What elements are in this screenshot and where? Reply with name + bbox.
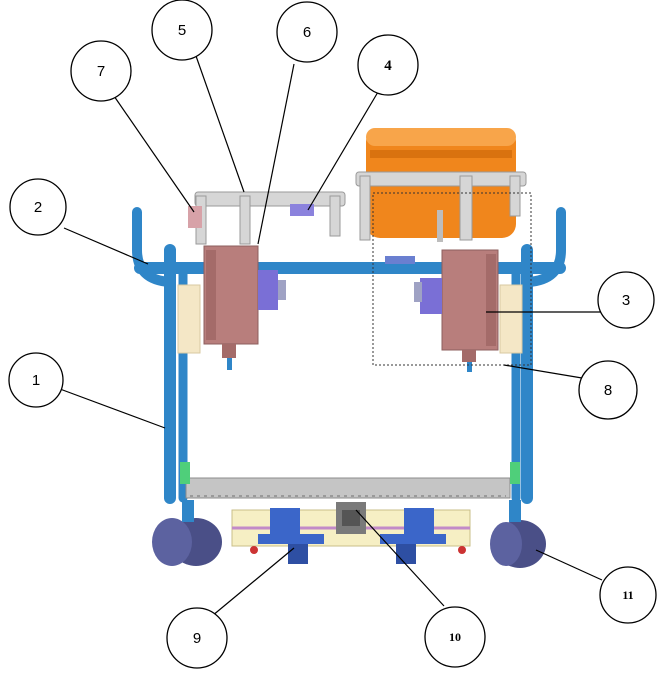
- callout-2: 2: [9, 178, 67, 236]
- svg-text:10: 10: [449, 630, 461, 644]
- svg-text:8: 8: [604, 382, 612, 399]
- svg-text:11: 11: [622, 588, 633, 602]
- svg-text:1: 1: [32, 372, 40, 389]
- svg-text:2: 2: [34, 199, 42, 216]
- callout-7: 7: [70, 40, 132, 102]
- rack-purple-block: [290, 204, 314, 216]
- svg-text:4: 4: [384, 58, 392, 74]
- callout-11: 11: [599, 566, 657, 624]
- bottom-platform: [180, 462, 520, 499]
- callout-6: 6: [276, 1, 338, 63]
- left-wheel: [152, 500, 222, 566]
- callout-5: 5: [151, 0, 213, 61]
- svg-text:5: 5: [178, 22, 186, 39]
- left-panel: [177, 284, 201, 354]
- callout-3: 3: [597, 271, 655, 329]
- top-rack: [194, 171, 527, 245]
- svg-text:7: 7: [97, 63, 105, 80]
- svg-text:6: 6: [303, 24, 311, 41]
- callout-10: 10: [424, 606, 486, 668]
- callout-8: 8: [578, 360, 638, 420]
- drive-mechanism: [231, 502, 471, 564]
- svg-text:9: 9: [193, 630, 201, 647]
- right-panel: [499, 284, 523, 354]
- callout-9: 9: [166, 607, 228, 669]
- leader-lines: [59, 55, 604, 617]
- dotted-highlight-box: [372, 192, 532, 366]
- right-wheel: [490, 500, 546, 568]
- callout-4: 4: [357, 34, 419, 96]
- small-pink-block: [188, 206, 202, 228]
- right-actuator: [385, 210, 499, 372]
- left-actuator: [203, 245, 286, 370]
- callout-1: 1: [8, 352, 64, 408]
- svg-text:3: 3: [622, 292, 630, 309]
